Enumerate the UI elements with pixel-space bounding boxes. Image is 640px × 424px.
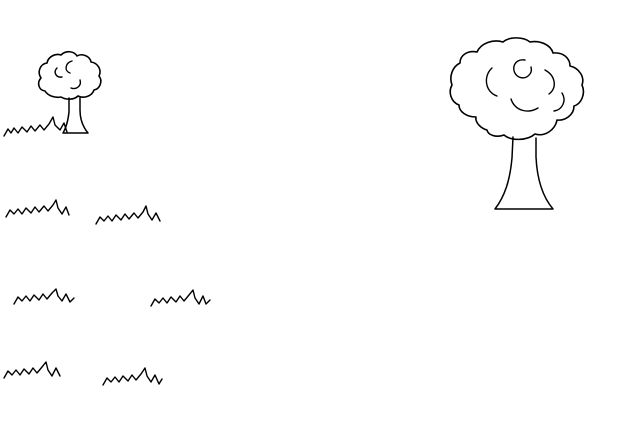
large-tree-canopy-curl-2 — [485, 67, 498, 97]
large-tree-canopy-curl-4 — [510, 98, 539, 112]
small-tree-canopy-curl-2 — [54, 67, 63, 78]
grass-tuft[interactable] — [95, 205, 161, 225]
grass-tuft[interactable] — [3, 361, 61, 379]
grass-tuft-2 — [5, 199, 70, 218]
grass-tuft[interactable] — [102, 367, 163, 386]
grass-tuft-6 — [3, 361, 61, 379]
large-tree-trunk — [494, 136, 554, 210]
grass-tuft-4 — [13, 288, 75, 305]
grass-tuft[interactable] — [5, 199, 70, 218]
large-tree-canopy-curl-1 — [513, 59, 533, 79]
small-tree-canopy-curl-3 — [70, 79, 82, 90]
large-tree-canopy-curl-3 — [544, 69, 555, 95]
large-tree-canopy-curl-5 — [553, 92, 565, 112]
large-tree[interactable] — [449, 37, 585, 210]
small-tree-canopy-curl-1 — [65, 60, 73, 74]
grass-tuft-1 — [3, 116, 68, 137]
small-tree-trunk — [62, 97, 89, 134]
grass-tuft-5 — [150, 289, 211, 307]
grass-tuft[interactable] — [150, 289, 211, 307]
small-tree[interactable] — [37, 50, 102, 134]
large-tree-canopy — [449, 37, 585, 141]
grass-tuft-3 — [95, 205, 161, 225]
grass-tuft-7 — [102, 367, 163, 386]
grass-tuft[interactable] — [13, 288, 75, 305]
small-tree-canopy — [37, 50, 102, 100]
grass-tuft[interactable] — [3, 116, 68, 137]
